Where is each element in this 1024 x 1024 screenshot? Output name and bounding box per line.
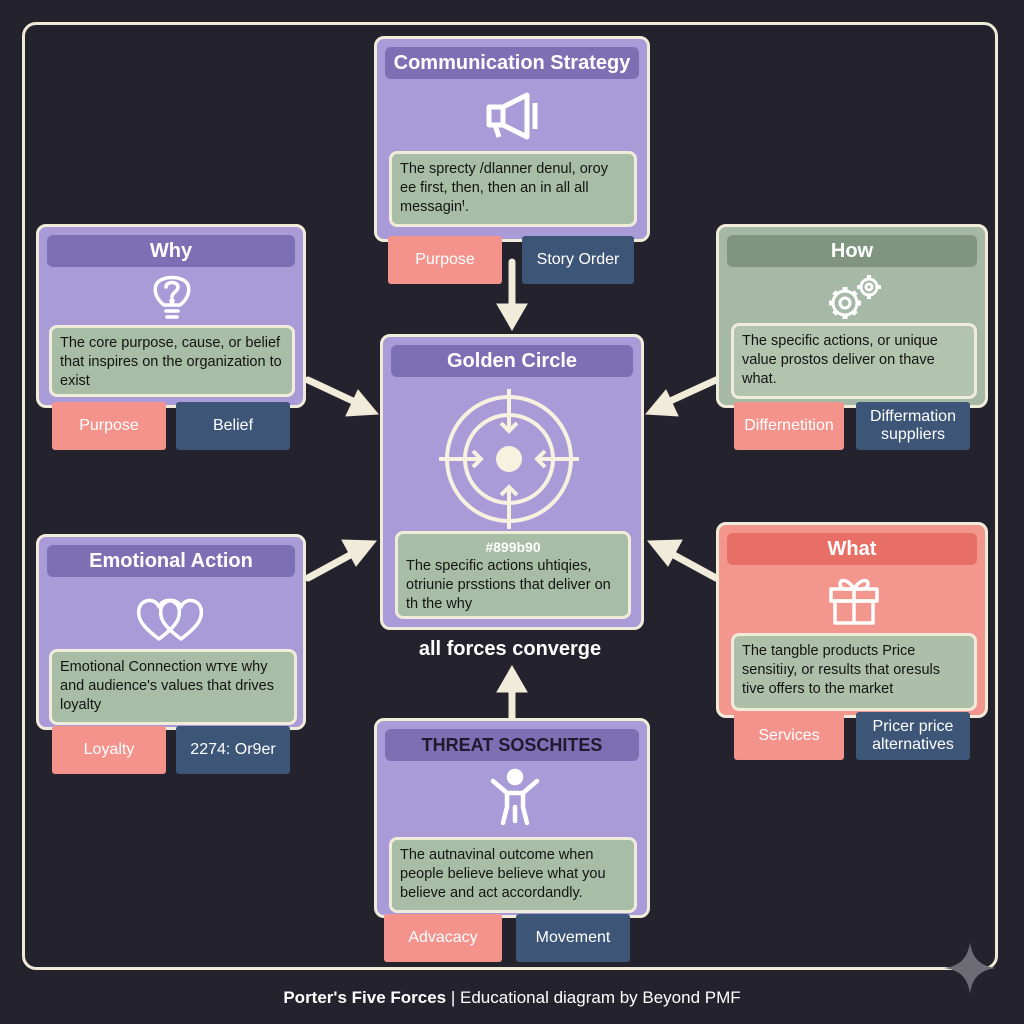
card-description: The specific actions, or unique value pr…	[731, 323, 977, 399]
card-description-text: The specific actions uhtiqies, otriunie …	[406, 558, 611, 612]
card-title: THREAT SOSCHITES	[385, 729, 639, 761]
tag-order: 2274: Or9er	[176, 726, 290, 774]
footer: Porter's Five Forces | Educational diagr…	[0, 988, 1024, 1008]
tag-pricer-price-alternatives: Pricer price alternatives	[856, 712, 970, 760]
tag-differnetition: Differnetition	[734, 402, 844, 450]
arrow-bottom-up	[496, 664, 528, 722]
card-title: Communication Strategy	[385, 47, 639, 79]
arrow-why	[304, 376, 380, 417]
threat-card: THREAT SOSCHITES The autnavinal outcome …	[374, 718, 650, 918]
lightbulb-icon	[153, 275, 191, 319]
tag-services: Services	[734, 712, 844, 760]
converge-caption: all forces converge	[418, 638, 602, 660]
tag-movement: Movement	[516, 914, 630, 962]
arrow-what	[646, 539, 720, 582]
card-title: Golden Circle	[391, 345, 633, 377]
card-description: #899b90 The specific actions uhtiqies, o…	[395, 531, 631, 619]
card-title: How	[727, 235, 977, 267]
tag-differmation-suppliers: Differmation suppliers	[856, 402, 970, 450]
card-description: The autnavinal outcome when people belie…	[389, 837, 637, 913]
card-subtitle: #899b90	[485, 539, 541, 555]
person-icon	[490, 768, 540, 826]
card-description: The core purpose, cause, or belief that …	[49, 325, 295, 397]
sparkle-icon	[944, 942, 996, 994]
tag-purpose: Purpose	[52, 402, 166, 450]
tag-loyalty: Loyalty	[52, 726, 166, 774]
hearts-icon	[136, 598, 204, 641]
target-icon	[439, 389, 579, 529]
card-description: The tangble products Price sensitiıy, or…	[731, 633, 977, 711]
tag-belief: Belief	[176, 402, 290, 450]
card-description: The sprecty /dlanner denul, oroy ee firs…	[389, 151, 637, 227]
footer-credit: Educational diagram by Beyond PMF	[460, 988, 741, 1007]
footer-separator: |	[446, 988, 460, 1007]
card-title: Emotional Action	[47, 545, 295, 577]
what-card: What The tangble products Price sensitiı…	[716, 522, 988, 718]
arrow-how	[644, 376, 720, 417]
gift-icon	[829, 578, 879, 625]
card-title: Why	[47, 235, 295, 267]
golden-circle-card: Golden Circle #899b90 The specific actio…	[380, 334, 644, 630]
megaphone-icon	[486, 92, 538, 140]
card-title: What	[727, 533, 977, 565]
card-description: Emotional Connection ᴡᴛʏᴇ why and audien…	[49, 649, 297, 725]
tag-purpose: Purpose	[388, 236, 502, 284]
tag-advacacy: Advacacy	[384, 914, 502, 962]
how-card: How The specific a	[716, 224, 988, 408]
diagram-frame	[22, 22, 998, 970]
arrow-top-down	[496, 258, 528, 332]
tag-story-order: Story Order	[522, 236, 634, 284]
why-card: Why The core purpose, cause, or belief t…	[36, 224, 306, 408]
emotional-action-card: Emotional Action Emotional Connection ᴡᴛ…	[36, 534, 306, 730]
footer-title: Porter's Five Forces	[283, 988, 447, 1007]
arrow-emotional	[304, 539, 378, 582]
gears-icon	[829, 275, 881, 319]
communication-strategy-card: Communication Strategy The sprecty /dlan…	[374, 36, 650, 242]
